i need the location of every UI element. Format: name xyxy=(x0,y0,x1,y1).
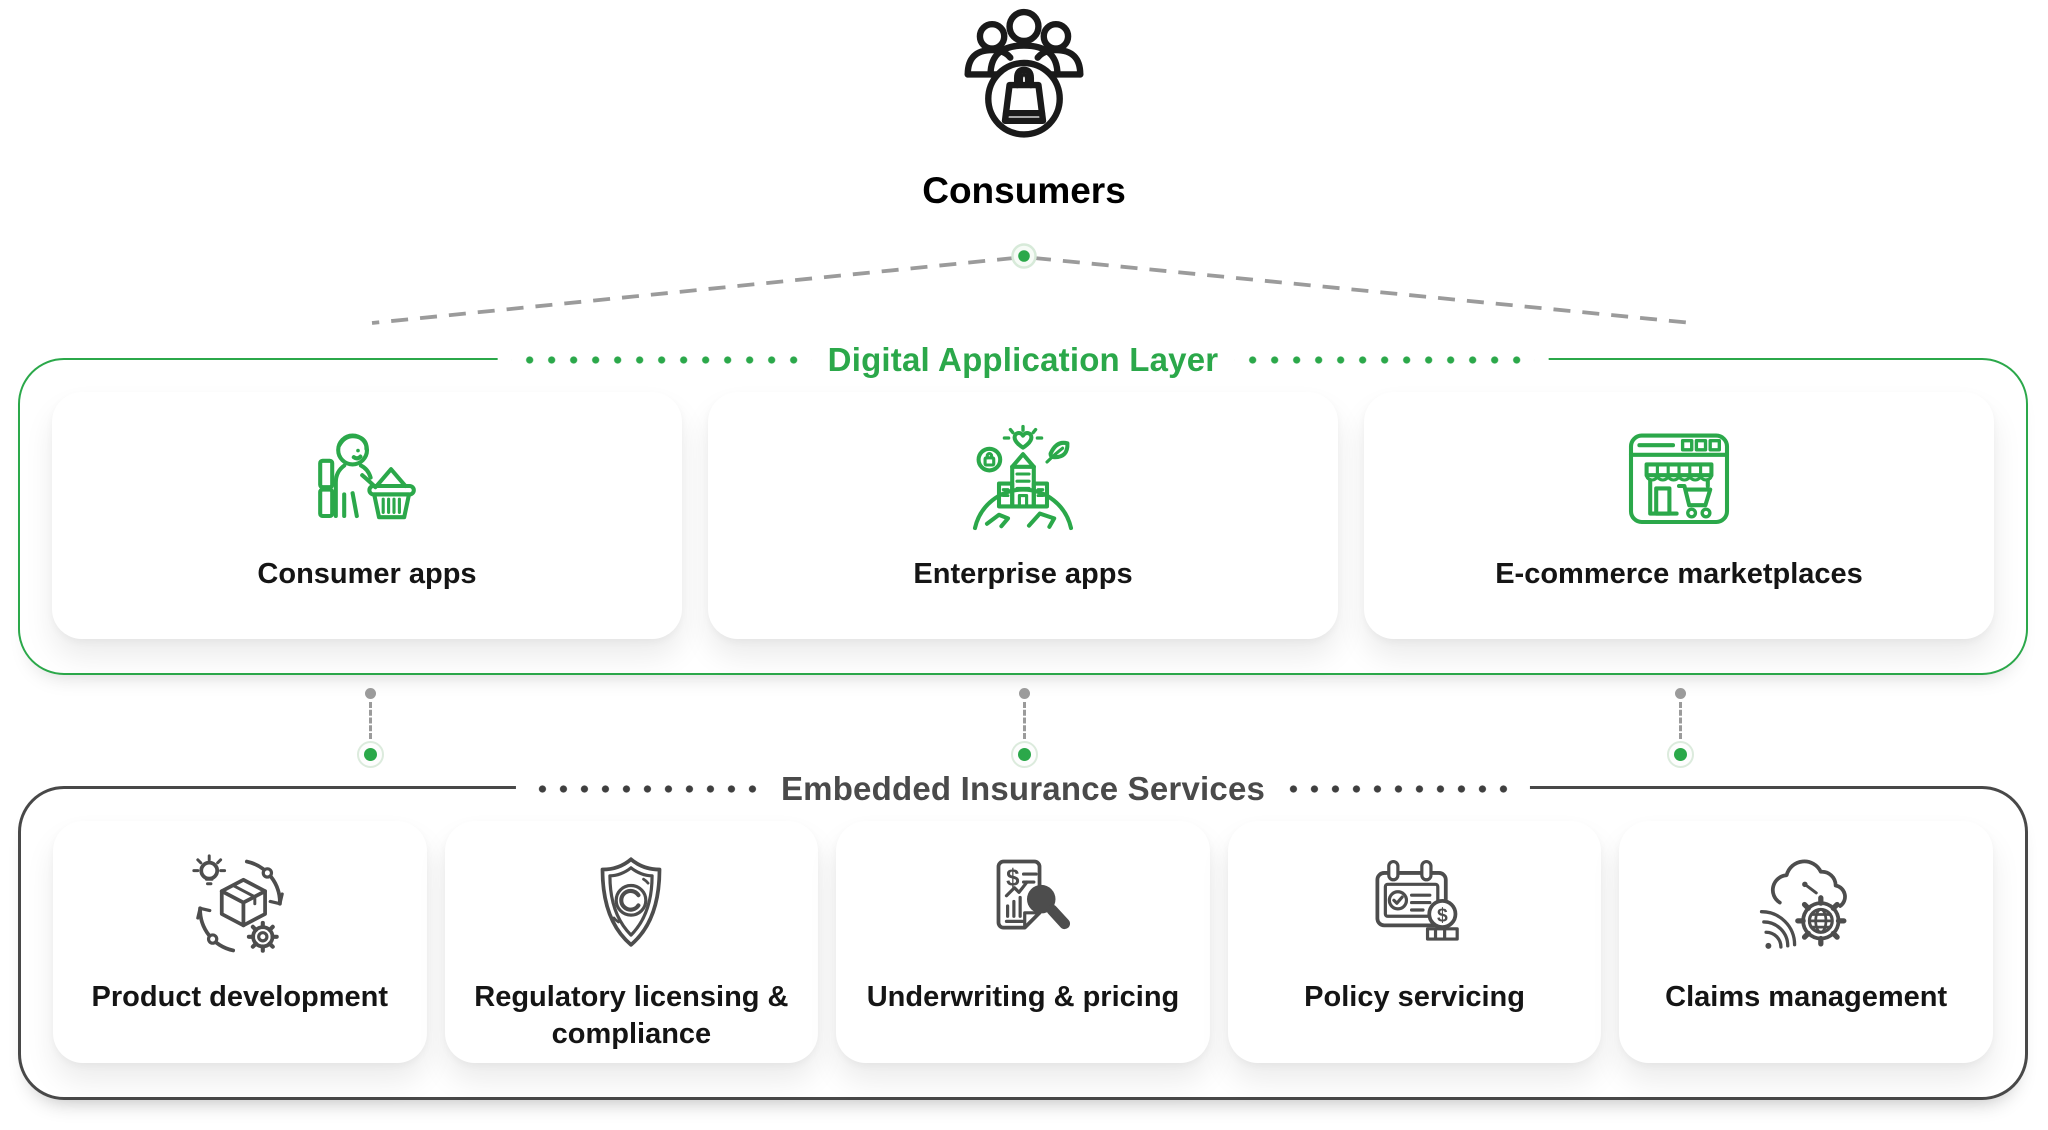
connector-dashed-line xyxy=(1022,702,1026,739)
consumer-apps-icon xyxy=(318,433,416,520)
insurance-layer-title: Embedded Insurance Services xyxy=(780,770,1266,807)
connector-digital-to-insurance-right xyxy=(1663,688,1697,768)
consumers-icon xyxy=(964,8,1084,138)
card-label: Product development xyxy=(91,981,389,1013)
product-development-icon xyxy=(192,854,284,953)
consumers-label: Consumers xyxy=(922,170,1126,211)
regulatory-licensing-compliance-icon xyxy=(601,857,662,947)
connector-gray-dot xyxy=(364,688,376,699)
enterprise-apps-icon xyxy=(972,424,1074,531)
card-label: Consumer apps xyxy=(257,558,477,590)
card-regulatory-licensing-compliance: Regulatory licensing & compliance xyxy=(444,821,819,1063)
card-product-development: Product development xyxy=(53,821,427,1063)
connector-green-node xyxy=(1666,741,1694,768)
card-label: Underwriting & pricing xyxy=(866,981,1180,1013)
card-policy-servicing: $ Policy servicing xyxy=(1227,821,1602,1063)
card-claims-management: Claims management xyxy=(1619,821,1993,1063)
card-ecommerce-marketplaces: E-commerce marketplaces xyxy=(1364,392,1994,639)
claims-management-icon xyxy=(1760,859,1848,949)
connector-gray-dot xyxy=(1018,688,1030,699)
underwriting-pricing-icon: $ xyxy=(996,859,1071,930)
insurance-layer-cards: Product development Regulatory licensing… xyxy=(53,821,1993,1063)
consumers-node: Consumers xyxy=(0,6,2048,212)
card-consumer-apps: Consumer apps xyxy=(52,392,682,639)
policy-servicing-icon: $ xyxy=(1375,859,1459,941)
svg-text:$: $ xyxy=(1437,904,1448,926)
fan-node-green-dot xyxy=(1018,250,1030,262)
card-label: E-commerce marketplaces xyxy=(1495,558,1863,590)
fan-node-halo xyxy=(1011,243,1037,269)
embedded-insurance-services-layer: Embedded Insurance Services xyxy=(18,770,2028,1100)
digital-layer-cards: Consumer apps xyxy=(52,392,1994,639)
insurance-layer-title-row: Embedded Insurance Services xyxy=(515,770,1531,808)
svg-text:$: $ xyxy=(1006,864,1019,891)
connector-green-node xyxy=(356,741,384,768)
dotted-leader-left xyxy=(511,356,812,364)
card-label: Policy servicing xyxy=(1304,981,1525,1013)
ecommerce-marketplaces-icon xyxy=(1628,433,1730,525)
connector-dashed-line xyxy=(1678,702,1682,739)
digital-application-layer: Digital Application Layer xyxy=(18,341,2028,675)
dotted-leader-right xyxy=(1281,785,1517,793)
card-enterprise-apps: Enterprise apps xyxy=(708,392,1338,639)
card-underwriting-pricing: $ Underwriting & pricing xyxy=(836,821,1210,1063)
digital-layer-title: Digital Application Layer xyxy=(827,341,1219,378)
connector-dashed-line xyxy=(368,702,372,739)
card-label: Regulatory licensing & compliance xyxy=(474,981,789,1051)
digital-layer-title-row: Digital Application Layer xyxy=(497,341,1549,379)
connector-digital-to-insurance-left xyxy=(353,688,387,768)
connector-gray-dot xyxy=(1674,688,1686,699)
dotted-leader-right xyxy=(1234,356,1535,364)
dotted-leader-left xyxy=(529,785,765,793)
card-label: Enterprise apps xyxy=(913,558,1133,590)
connector-digital-to-insurance-center xyxy=(1007,688,1041,768)
card-label: Claims management xyxy=(1665,981,1948,1013)
connector-green-node xyxy=(1010,741,1038,768)
